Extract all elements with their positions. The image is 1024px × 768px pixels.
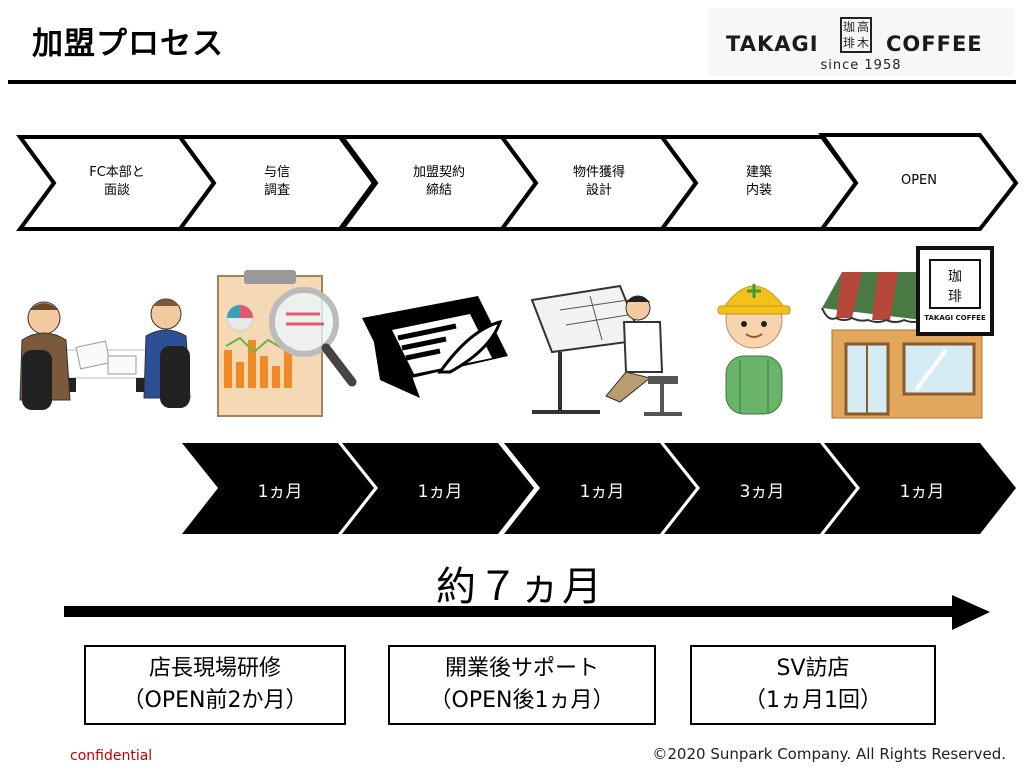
seal-char: 木 <box>856 36 869 50</box>
duration-label: 3ヵ月 <box>739 482 785 502</box>
step-line1: 物件獲得 <box>572 165 625 180</box>
header-divider <box>8 80 1016 84</box>
duration-chevron <box>504 443 696 534</box>
step-line1: FC本部と <box>89 165 145 180</box>
duration-chevron <box>342 443 534 534</box>
duration-label: 1ヵ月 <box>257 482 303 502</box>
sign-seal-char: 琲 <box>948 289 962 305</box>
confidential-label: confidential <box>70 748 153 764</box>
takagi-coffee-logo: TAKAGI 珈 高 琲 木 COFFEE since 1958 <box>708 8 1014 76</box>
step-line2: 締結 <box>425 183 452 198</box>
support-box-manager-training: 店長現場研修 （OPEN前2か月） <box>84 645 346 725</box>
support-line1: 開業後サポート <box>444 656 599 681</box>
step-line1: 与信 <box>263 165 290 180</box>
meeting-illustration <box>19 298 191 410</box>
step-line2: 内装 <box>745 183 772 198</box>
step-label-open: OPEN <box>864 172 974 190</box>
contract-signing-illustration <box>362 296 508 398</box>
step-line1: OPEN <box>900 173 937 188</box>
coffee-shop-storefront-illustration: 珈 琲 TAKAGI COFFEE <box>821 246 994 419</box>
support-box-post-opening: 開業後サポート （OPEN後1ヵ月） <box>388 645 656 725</box>
step-label-property-design: 物件獲得 設計 <box>544 164 654 200</box>
support-box-sv-visit: SV訪店 （1ヵ月1回） <box>690 645 936 725</box>
logo-tagline: since 1958 <box>820 58 902 73</box>
step-label-contract: 加盟契約 締結 <box>384 164 494 200</box>
duration-chevron <box>664 443 856 534</box>
duration-label: 1ヵ月 <box>899 482 945 502</box>
total-duration: 約７ヵ月 <box>436 564 604 610</box>
report-analysis-illustration <box>217 270 357 417</box>
copyright-text: ©2020 Sunpark Company. All Rights Reserv… <box>652 745 1006 763</box>
timeline-arrow <box>64 595 990 630</box>
step-line1: 加盟契約 <box>412 165 465 180</box>
step-line2: 設計 <box>585 183 612 198</box>
logo-brand-left: TAKAGI <box>726 32 819 56</box>
duration-label: 1ヵ月 <box>417 482 463 502</box>
duration-label: 1ヵ月 <box>579 482 625 502</box>
step-line2: 面談 <box>103 183 130 198</box>
logo-seal: 珈 高 琲 木 <box>840 17 872 53</box>
construction-worker-illustration <box>717 284 791 415</box>
duration-chevron <box>824 443 1016 534</box>
drafting-design-illustration <box>530 284 682 416</box>
step-line2: 調査 <box>263 183 290 198</box>
step-chevrons <box>16 133 1019 231</box>
page-title: 加盟プロセス <box>32 26 224 62</box>
seal-char: 琲 <box>842 36 855 50</box>
support-line2: （1ヵ月1回） <box>744 688 882 713</box>
step-label-fc-meeting: FC本部と 面談 <box>62 164 172 200</box>
support-line2: （OPEN後1ヵ月） <box>429 688 615 713</box>
seal-char: 珈 <box>842 20 855 34</box>
sign-brand: TAKAGI COFFEE <box>924 314 986 322</box>
support-line1: SV訪店 <box>776 656 850 681</box>
sign-seal-char: 珈 <box>948 269 962 285</box>
support-line1: 店長現場研修 <box>148 656 281 681</box>
seal-char: 高 <box>856 20 869 34</box>
duration-chevron <box>182 443 374 534</box>
step-label-construction: 建築 内装 <box>704 164 814 200</box>
support-line2: （OPEN前2か月） <box>122 688 308 713</box>
logo-brand-right: COFFEE <box>886 32 983 56</box>
step-label-credit-check: 与信 調査 <box>222 164 332 200</box>
duration-chevrons <box>182 443 1016 534</box>
step-line1: 建築 <box>745 165 772 180</box>
step-chevron <box>818 133 1019 231</box>
